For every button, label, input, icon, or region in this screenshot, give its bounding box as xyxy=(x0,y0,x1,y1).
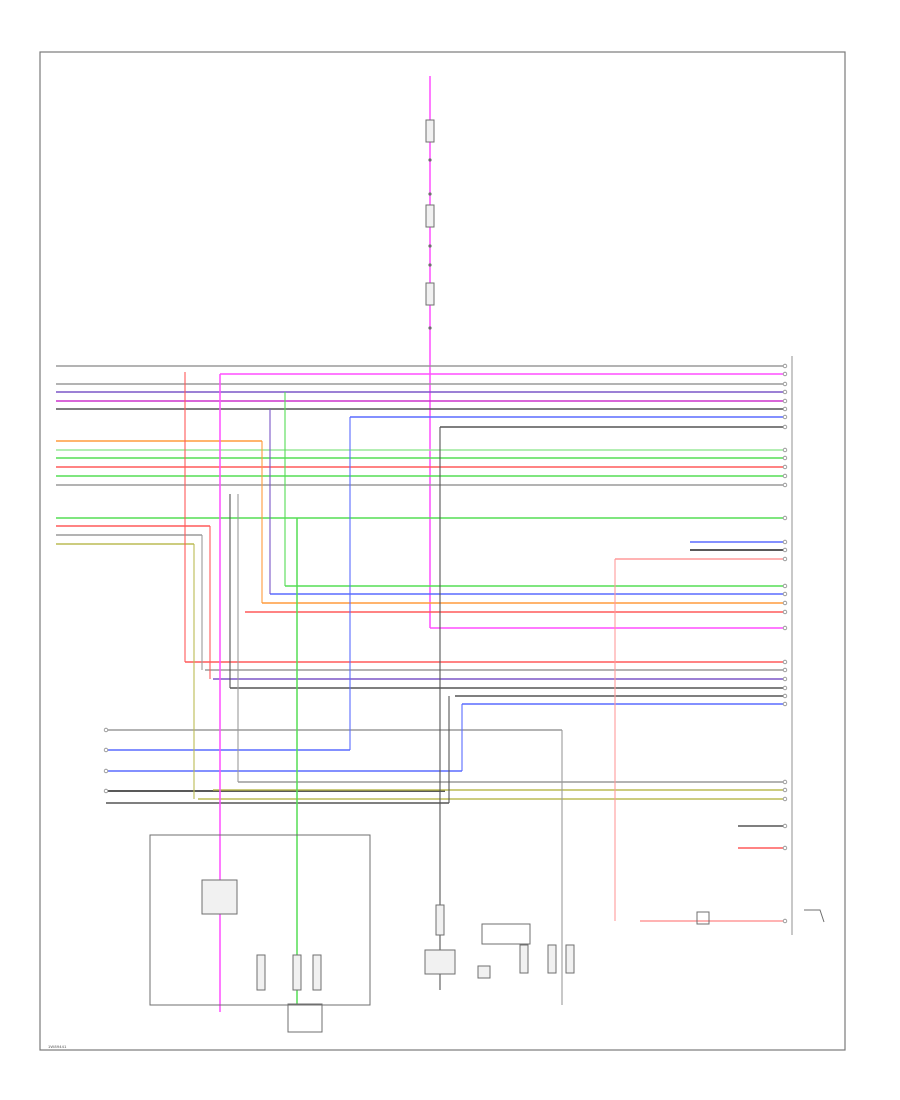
switch-symbol xyxy=(804,909,825,923)
terminal-14 xyxy=(782,515,788,521)
terminal-7 xyxy=(782,414,788,420)
terminal-29 xyxy=(782,779,788,785)
terminal-16 xyxy=(782,547,788,553)
terminal-20 xyxy=(782,600,788,606)
terminal-25 xyxy=(782,676,788,682)
terminal-9 xyxy=(782,447,788,453)
trunk-node-4 xyxy=(428,263,432,267)
printed-labels: 1W89441 xyxy=(48,1044,67,1049)
terminal-26 xyxy=(782,685,788,691)
bus-wires xyxy=(56,365,785,922)
footer-code: 1W89441 xyxy=(48,1044,67,1049)
connector-block-1 xyxy=(256,954,266,991)
left-terminal-1 xyxy=(103,727,109,733)
connector-block-2 xyxy=(292,954,302,991)
terminal-10 xyxy=(782,455,788,461)
right-block-3 xyxy=(565,944,575,974)
left-terminal-2 xyxy=(103,747,109,753)
sensor-module xyxy=(201,879,238,915)
terminal-2 xyxy=(782,371,788,377)
terminal-13 xyxy=(782,482,788,488)
terminal-4 xyxy=(782,389,788,395)
terminal-12 xyxy=(782,473,788,479)
trunk-node-3 xyxy=(428,244,432,248)
terminal-5 xyxy=(782,398,788,404)
fuse-block-lower xyxy=(425,282,435,306)
connector-housing xyxy=(287,1003,323,1033)
terminal-27 xyxy=(782,693,788,699)
terminal-33 xyxy=(782,845,788,851)
terminal-8 xyxy=(782,424,788,430)
trunk-node-1 xyxy=(428,158,432,162)
terminal-31 xyxy=(782,796,788,802)
lower-left-module-outline xyxy=(149,834,371,1006)
left-terminal-3 xyxy=(103,768,109,774)
terminal-17 xyxy=(782,556,788,562)
terminal-19 xyxy=(782,591,788,597)
terminal-24 xyxy=(782,667,788,673)
terminal-11 xyxy=(782,464,788,470)
right-block-1 xyxy=(519,944,529,974)
terminal-6 xyxy=(782,406,788,412)
outer-frame xyxy=(39,51,846,1051)
terminal-1 xyxy=(782,363,788,369)
terminal-15 xyxy=(782,539,788,545)
terminal-21 xyxy=(782,609,788,615)
left-terminal-4 xyxy=(103,788,109,794)
right-lower-box xyxy=(481,923,531,945)
switch-box xyxy=(477,965,491,979)
center-connector xyxy=(424,949,456,975)
trunk-node-2 xyxy=(428,192,432,196)
top-trunk xyxy=(425,76,435,628)
terminal-30 xyxy=(782,787,788,793)
terminal-23 xyxy=(782,659,788,665)
fuse-block-middle xyxy=(425,204,435,228)
terminal-3 xyxy=(782,381,788,387)
terminal-markers xyxy=(103,363,788,924)
right-block-2 xyxy=(547,944,557,974)
terminal-28 xyxy=(782,701,788,707)
terminal-34 xyxy=(782,918,788,924)
ground-box xyxy=(696,911,710,925)
terminal-22 xyxy=(782,625,788,631)
lower-components xyxy=(149,834,825,1033)
trunk-node-5 xyxy=(428,326,432,330)
terminal-18 xyxy=(782,583,788,589)
center-fuse xyxy=(435,904,445,936)
vertical-connections xyxy=(184,356,793,1012)
terminal-32 xyxy=(782,823,788,829)
fuse-block-top xyxy=(425,119,435,143)
connector-block-3 xyxy=(312,954,322,991)
